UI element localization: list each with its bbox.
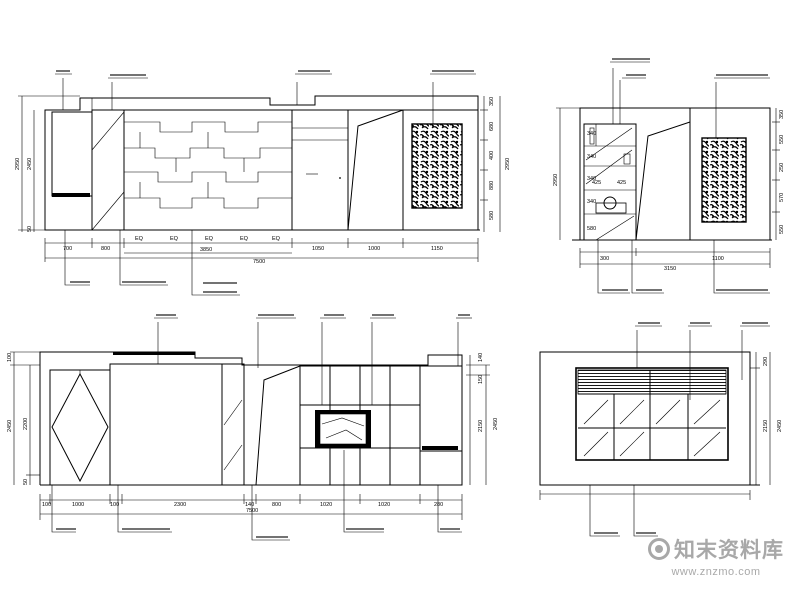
dim-c-r-1: 150 [478, 375, 484, 384]
dim-b-shelf-5: 340 [587, 199, 596, 205]
dim-c-r-2: 2450 [493, 418, 499, 430]
elevation-c-notes [56, 314, 470, 538]
dim-a-subtotal: 3850 [200, 247, 212, 253]
dim-d-r-0: 290 [763, 357, 769, 366]
dim-d-r-1: 2450 [777, 420, 783, 432]
dim-b-r-1: 550 [779, 135, 785, 144]
dim-a-eq-3: EQ [205, 236, 214, 242]
dim-a-eq-2: EQ [170, 236, 179, 242]
dim-c-3: 2300 [174, 502, 186, 508]
dim-b-shelf-4: 425 [617, 180, 626, 186]
dim-a-total: 7500 [253, 259, 265, 265]
dim-c-r-3: 2150 [478, 420, 484, 432]
elevation-d-notes [594, 322, 768, 534]
dim-a-9: 1150 [431, 246, 443, 252]
dim-c-l-0: 100 [7, 353, 13, 362]
watermark-cn-text: 知末资料库 [674, 538, 784, 562]
dim-c-4: 140 [245, 502, 254, 508]
dim-d-r-2: 2150 [763, 420, 769, 432]
watermark: 知末资料库 www.znzmo.com [646, 534, 786, 578]
watermark-url: www.znzmo.com [671, 566, 761, 578]
dim-a-8: 1000 [368, 246, 380, 252]
dim-a-1: 800 [101, 246, 110, 252]
dim-a-r-total: 2950 [505, 158, 511, 170]
dim-c-2: 100 [110, 502, 119, 508]
dim-b-shelf-0: 340 [587, 131, 596, 137]
elevation-b-notes [602, 58, 768, 291]
dim-b-r-2: 250 [779, 163, 785, 172]
dim-a-0: 700 [63, 246, 72, 252]
dim-c-7: 1020 [378, 502, 390, 508]
dim-c-6: 1020 [320, 502, 332, 508]
elevation-a: 700 800 EQ EQ EQ EQ EQ 1050 1000 1150 38… [15, 70, 511, 296]
elevation-b: 340 340 340 425 425 340 580 300 1100 315… [553, 58, 785, 294]
dim-c-0: 100 [42, 502, 51, 508]
dim-a-r-1: 680 [489, 122, 495, 131]
dim-c-r-0: 140 [478, 353, 484, 362]
dim-a-eq-1: EQ [135, 236, 144, 242]
dim-a-r-2: 400 [489, 151, 495, 160]
dim-b-r-0: 350 [779, 110, 785, 119]
dim-b-w-1: 1100 [712, 256, 724, 262]
dim-b-shelf-6: 580 [587, 226, 596, 232]
dim-b-shelf-1: 340 [587, 154, 596, 160]
dim-c-1: 1000 [72, 502, 84, 508]
znzmo-logo-icon [648, 538, 670, 560]
elevation-c: 100 1000 100 2300 140 800 1020 1020 280 … [7, 314, 499, 541]
dim-c-5: 800 [272, 502, 281, 508]
elevation-d: 290 2450 2150 [539, 322, 783, 537]
dim-b-w-0: 300 [600, 256, 609, 262]
dim-a-7: 1050 [312, 246, 324, 252]
dim-c-l-2: 2200 [23, 418, 29, 430]
dim-b-h-total: 2950 [553, 174, 559, 186]
dim-c-l-3: 50 [23, 479, 29, 485]
dim-c-l-1: 2450 [7, 420, 13, 432]
dim-c-8: 280 [434, 502, 443, 508]
dim-a-h-partial: 2450 [27, 158, 33, 170]
dim-a-h-base: 50 [27, 226, 33, 232]
elevation-a-notes [56, 70, 474, 293]
dim-a-eq-4: EQ [240, 236, 249, 242]
dim-b-r-4: 550 [779, 225, 785, 234]
dim-b-r-3: 570 [779, 193, 785, 202]
dim-a-h-total: 2950 [15, 158, 21, 170]
dim-b-w-total: 3150 [664, 266, 676, 272]
dim-b-shelf-2: 340 [587, 176, 596, 182]
dim-a-r-0: 350 [489, 97, 495, 106]
dim-a-r-3: 880 [489, 181, 495, 190]
dim-a-eq-5: EQ [272, 236, 281, 242]
dim-b-shelf-3: 425 [592, 180, 601, 186]
dim-a-r-4: 580 [489, 211, 495, 220]
